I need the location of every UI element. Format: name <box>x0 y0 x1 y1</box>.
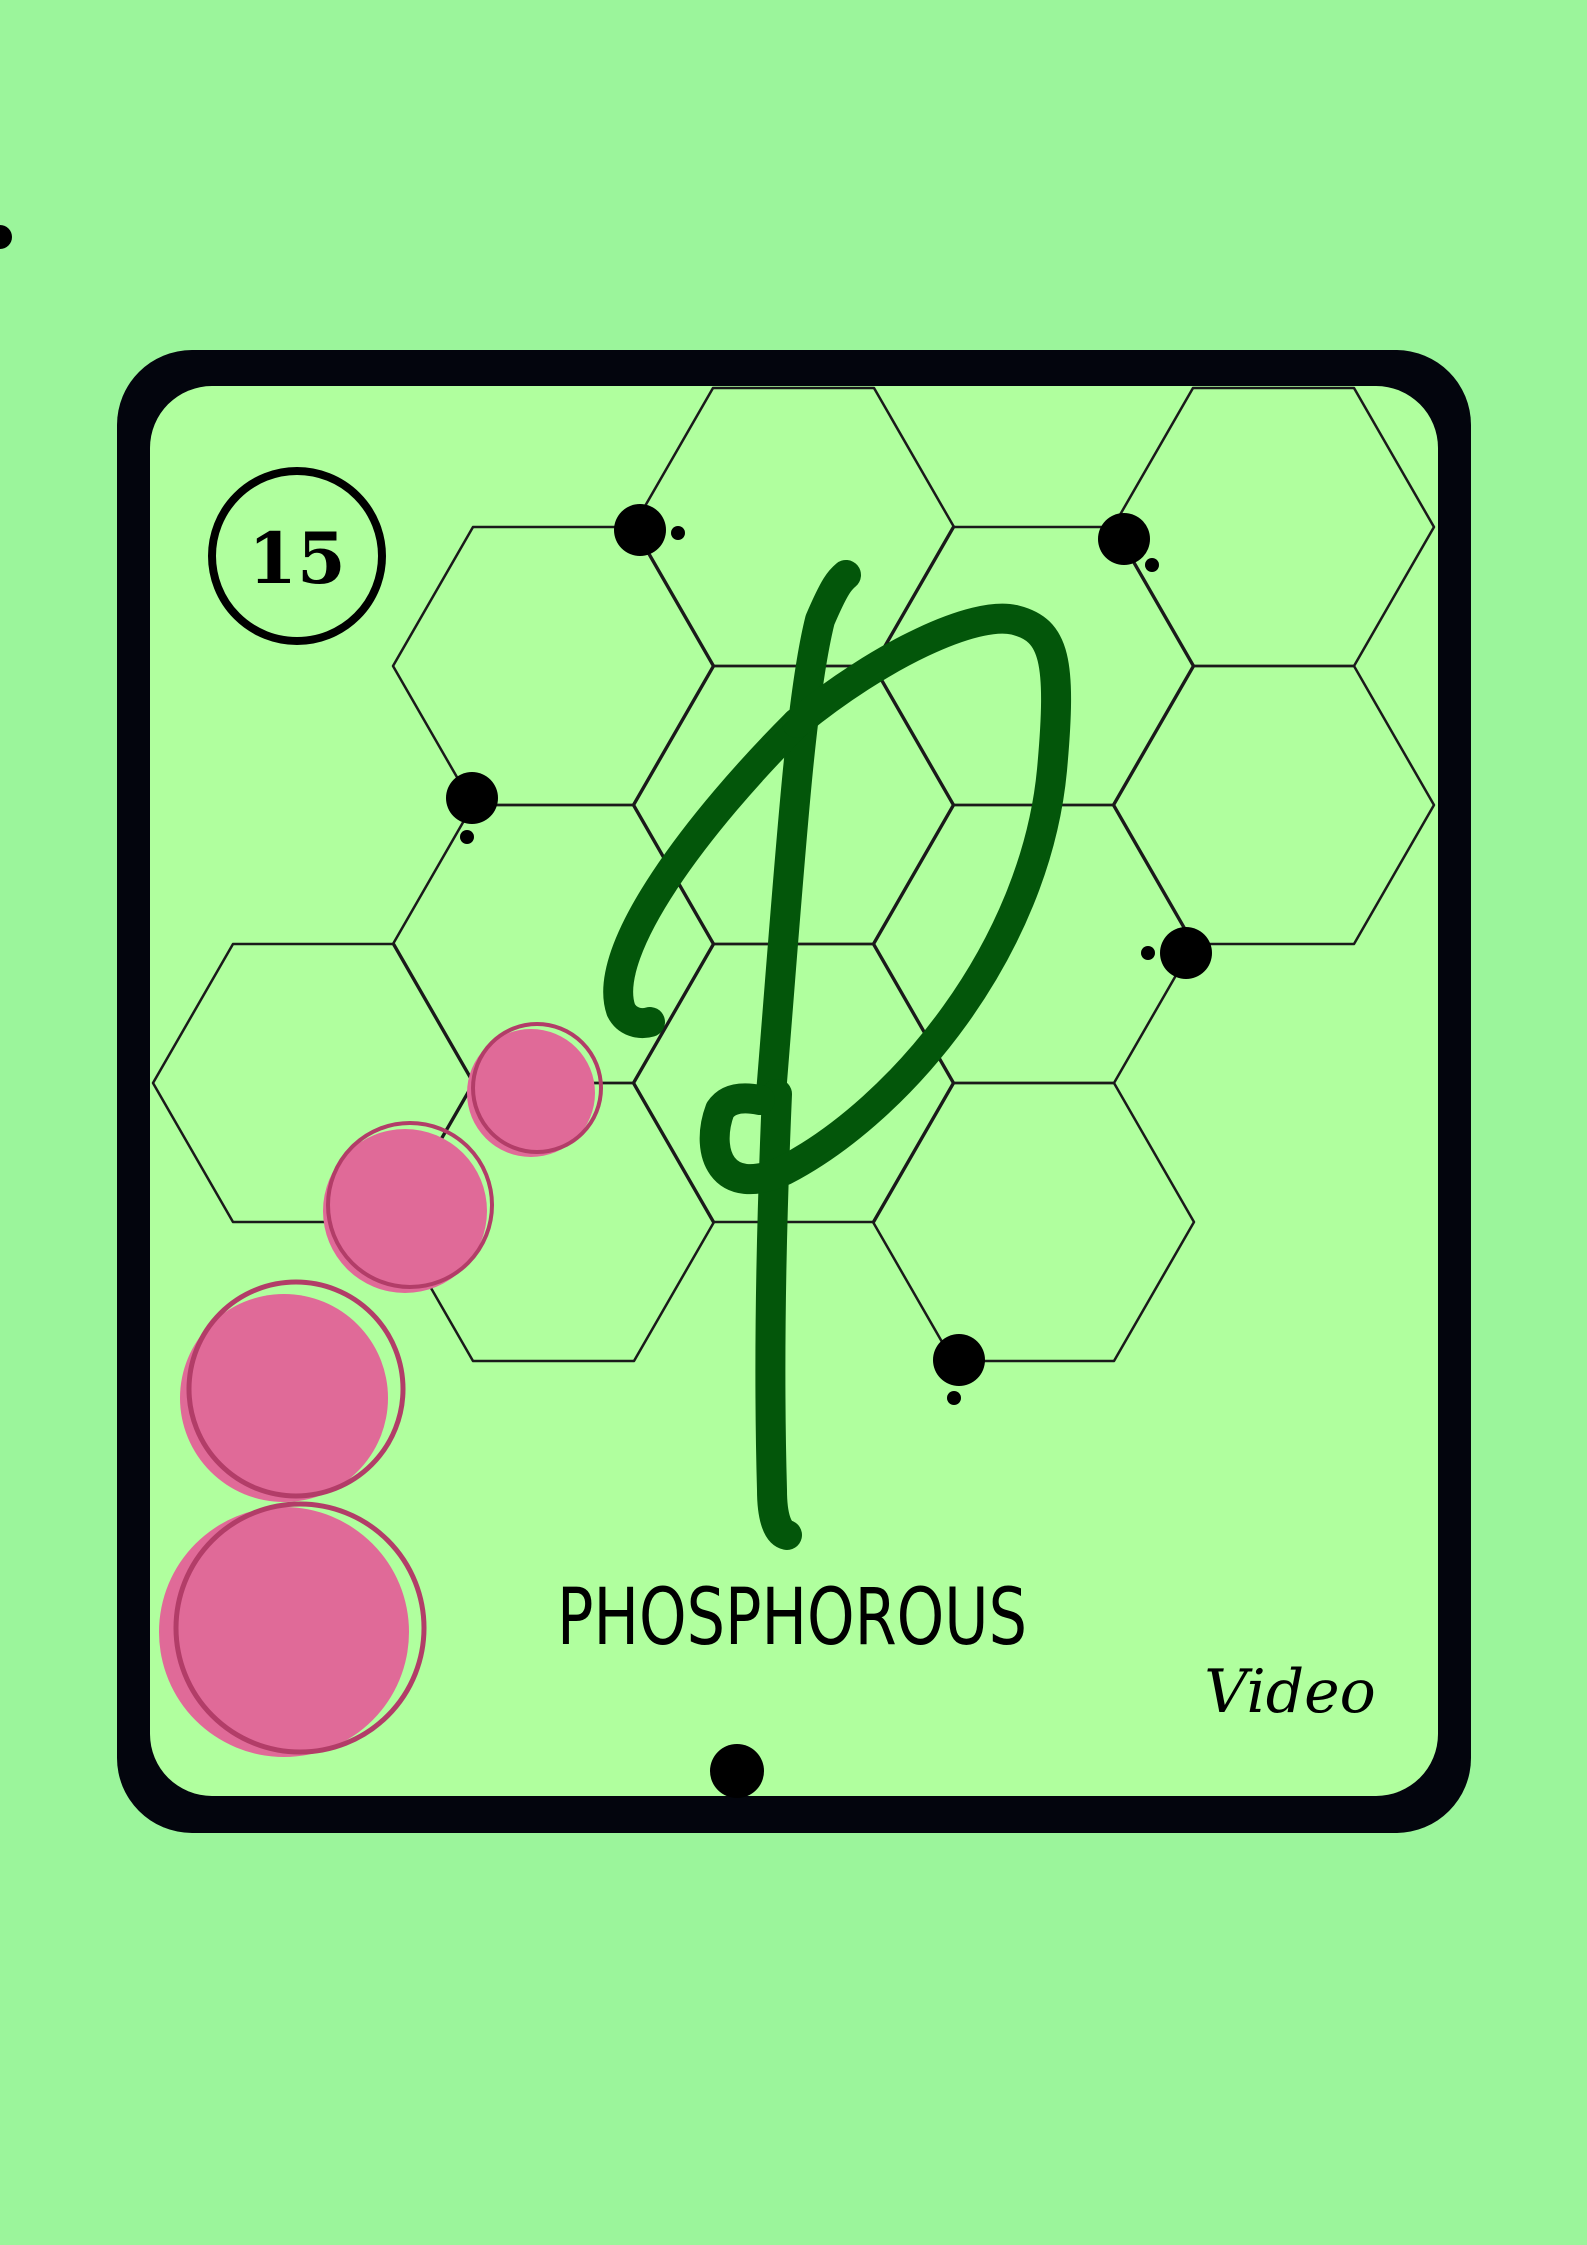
atomic-number: 15 <box>248 517 345 600</box>
electron-dot <box>1141 946 1155 960</box>
card-face <box>150 386 1438 1796</box>
bubble-ring <box>471 1022 603 1154</box>
bubble-ring <box>186 1279 406 1499</box>
electron-dots <box>446 504 1212 1798</box>
electron-dot <box>1145 558 1159 572</box>
electron-dot <box>446 772 498 824</box>
hexagon <box>871 1081 1196 1363</box>
atomic-number-badge <box>208 467 386 645</box>
element-name: PHOSPHOROUS <box>557 1573 1027 1663</box>
bubble <box>323 1129 487 1293</box>
electron-dot <box>710 1744 764 1798</box>
bubble <box>159 1507 409 1757</box>
electron-dot <box>947 1391 961 1405</box>
bubble <box>467 1029 595 1157</box>
edge-dot <box>0 225 12 249</box>
electron-dot <box>614 504 666 556</box>
electron-dot <box>1098 513 1150 565</box>
electron-dot <box>933 1334 985 1386</box>
bubble-ring <box>326 1121 494 1289</box>
bubbles <box>159 1022 603 1757</box>
bubble <box>180 1294 388 1502</box>
electron-dot <box>460 830 474 844</box>
bubble-ring <box>173 1501 427 1755</box>
electron-dot <box>1160 927 1212 979</box>
symbol-glyph <box>603 560 1072 1550</box>
electron-dot <box>671 526 685 540</box>
category-label: Video <box>1204 1657 1376 1727</box>
